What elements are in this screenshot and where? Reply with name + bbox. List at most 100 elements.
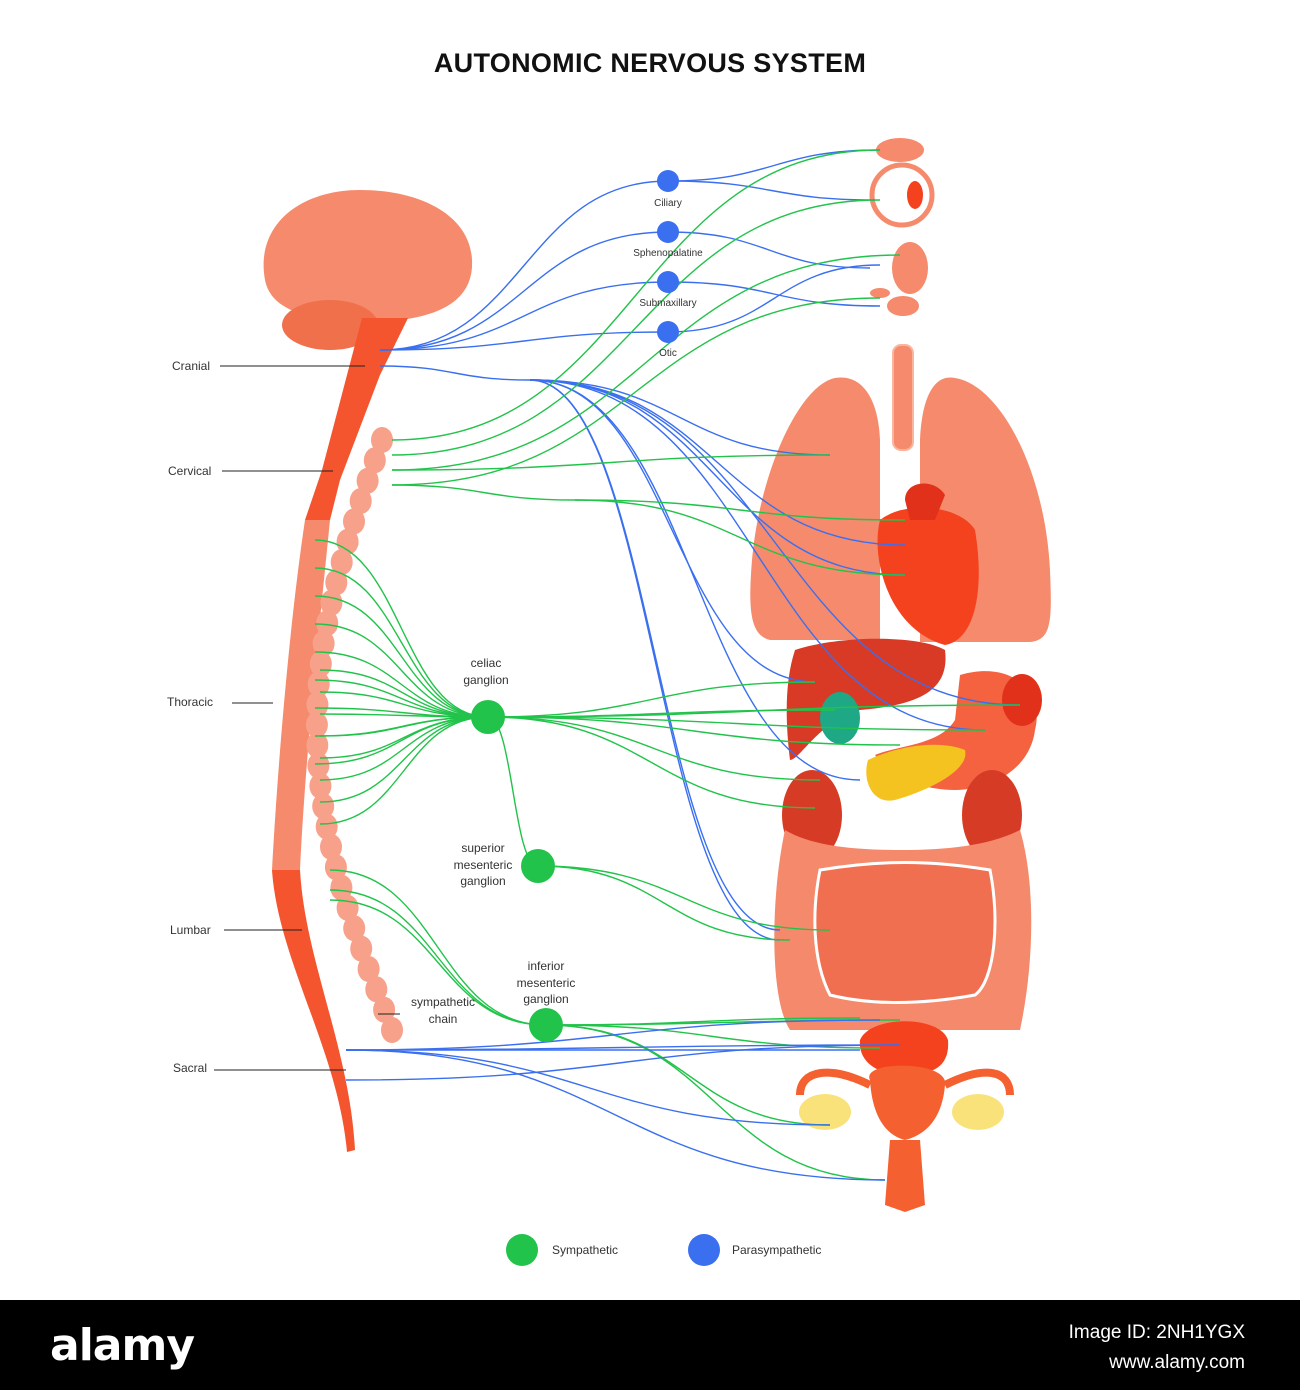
sympathetic-nerve bbox=[537, 865, 791, 941]
parasympathetic-nerve bbox=[529, 379, 831, 456]
small-intestine bbox=[813, 861, 997, 1004]
sympathetic-nerve bbox=[574, 499, 906, 576]
sympathetic-nerve bbox=[314, 623, 489, 718]
uterus bbox=[869, 1065, 946, 1140]
fallopian-tubes bbox=[796, 1068, 1014, 1096]
chain-bead bbox=[312, 793, 335, 820]
cervical-label: Cervical bbox=[168, 464, 211, 478]
parasympathetic-nerve bbox=[379, 365, 531, 381]
submandibular-gland bbox=[887, 296, 919, 316]
sacral-label: Sacral bbox=[173, 1061, 207, 1075]
inferior-mesenteric-label-1: inferior bbox=[528, 959, 565, 973]
otic-ganglion-node bbox=[657, 321, 679, 343]
sympathetic-nerve bbox=[545, 1024, 831, 1126]
bladder bbox=[859, 1021, 949, 1075]
watermark-site: www.alamy.com bbox=[1109, 1352, 1245, 1373]
gallbladder bbox=[820, 692, 860, 744]
sympathetic-nerve bbox=[319, 716, 489, 737]
legend-sympathetic-label: Sympathetic bbox=[552, 1243, 618, 1257]
heart bbox=[877, 507, 979, 645]
parasympathetic-nerve bbox=[667, 231, 871, 269]
sympathetic-nerve bbox=[314, 595, 489, 718]
parasympathetic-nerve bbox=[529, 379, 781, 941]
central-nervous-system bbox=[263, 190, 473, 1152]
chain-bead bbox=[336, 894, 359, 921]
parasympathetic-nerve bbox=[379, 180, 669, 351]
parasympathetic-nerve bbox=[529, 379, 781, 931]
sympathetic-nerve bbox=[487, 681, 816, 718]
left-ovary bbox=[799, 1094, 851, 1130]
sympathetic-nerve bbox=[314, 651, 489, 718]
sympathetic-nerve bbox=[391, 149, 881, 441]
spinal-cord-thoracic bbox=[272, 520, 330, 870]
superior-mesenteric-label-3: ganglion bbox=[460, 874, 505, 888]
legend: Sympathetic Parasympathetic bbox=[506, 1234, 821, 1266]
sympathetic-chain-label-2: chain bbox=[429, 1012, 458, 1026]
chain-bead bbox=[315, 813, 338, 840]
sympathetic-nerve bbox=[319, 716, 489, 781]
sympathetic-nerve bbox=[314, 539, 489, 718]
chain-bead bbox=[306, 732, 329, 759]
inferior-mesenteric-ganglion-node bbox=[529, 1008, 563, 1042]
sublingual-gland bbox=[870, 288, 890, 298]
parasympathetic-nerve bbox=[345, 1044, 901, 1051]
chain-bead bbox=[324, 854, 347, 881]
legend-parasympathetic-label: Parasympathetic bbox=[732, 1243, 821, 1257]
chain-bead bbox=[357, 956, 380, 982]
spleen bbox=[1002, 674, 1042, 726]
parasympathetic-nerve bbox=[345, 1049, 886, 1181]
submaxillary-label: Submaxillary bbox=[639, 298, 696, 309]
abdominal-ganglia: celiac ganglion superior mesenteric gang… bbox=[454, 656, 576, 1042]
sympathetic-nerve bbox=[319, 691, 489, 718]
submaxillary-ganglion-node bbox=[657, 271, 679, 293]
sympathetic-nerve bbox=[319, 716, 489, 759]
inferior-mesenteric-label-3: ganglion bbox=[523, 992, 568, 1006]
watermark-brand: alamy bbox=[50, 1320, 195, 1371]
parasympathetic-nerve bbox=[379, 231, 669, 351]
sympathetic-nerve bbox=[537, 865, 831, 931]
parasympathetic-nerve bbox=[667, 180, 876, 201]
lumbar-label: Lumbar bbox=[170, 923, 211, 937]
left-lung bbox=[750, 377, 880, 640]
brain bbox=[263, 190, 473, 320]
chain-bead bbox=[343, 508, 365, 535]
chain-bead bbox=[330, 549, 353, 576]
otic-label: Otic bbox=[659, 348, 677, 359]
chain-bead bbox=[306, 691, 329, 718]
sympathetic-nerve bbox=[319, 713, 489, 718]
organs bbox=[750, 138, 1051, 1212]
chain-bead bbox=[330, 874, 353, 901]
eye bbox=[869, 162, 935, 228]
chain-bead bbox=[312, 630, 335, 657]
sympathetic-nerve bbox=[391, 484, 576, 501]
chain-bead bbox=[350, 935, 373, 962]
eye-iris bbox=[907, 181, 923, 209]
sympathetic-nerve bbox=[391, 297, 881, 486]
sympathetic-chain bbox=[305, 427, 403, 1043]
sympathetic-nerve bbox=[319, 716, 489, 803]
head-ganglia: Ciliary Sphenopalatine Submaxillary Otic bbox=[633, 170, 703, 359]
chain-bead bbox=[365, 976, 388, 1003]
sympathetic-nerve bbox=[329, 869, 547, 1026]
superior-mesenteric-ganglion-node bbox=[521, 849, 555, 883]
vagina bbox=[885, 1140, 925, 1212]
sympathetic-nerve bbox=[314, 567, 489, 718]
parasympathetic-nerve bbox=[667, 281, 881, 307]
sympathetic-nerve bbox=[329, 899, 547, 1026]
parasympathetic-nerve bbox=[379, 281, 669, 351]
chain-bead bbox=[305, 711, 328, 738]
chain-bead bbox=[307, 671, 330, 698]
chain-bead bbox=[325, 569, 348, 596]
anatomy-diagram: Ciliary Sphenopalatine Submaxillary Otic… bbox=[167, 138, 1051, 1266]
sympathetic-nerve bbox=[319, 716, 489, 825]
lacrimal-gland bbox=[876, 138, 924, 162]
chain-bead bbox=[316, 610, 339, 637]
pancreas bbox=[866, 744, 966, 801]
sympathetic-nerve bbox=[319, 669, 489, 718]
ciliary-ganglion-node bbox=[657, 170, 679, 192]
chain-bead bbox=[349, 488, 372, 514]
chain-bead bbox=[381, 1017, 403, 1043]
parasympathetic-nerve bbox=[345, 1049, 831, 1126]
inferior-mesenteric-label-2: mesenteric bbox=[517, 976, 576, 990]
parasympathetic-nerve bbox=[529, 379, 1021, 706]
